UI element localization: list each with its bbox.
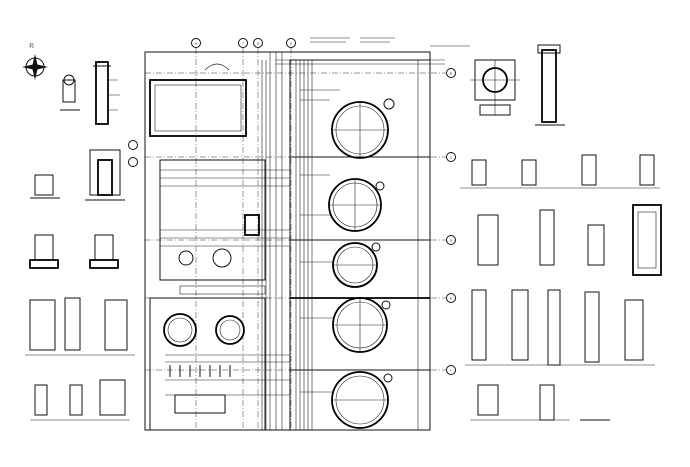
detail-view [460,154,660,189]
grid-col-label: 7 [242,42,244,46]
tank [332,242,378,288]
piping-runs [160,59,445,430]
grid-col-label: 9 [290,42,292,46]
grid-col-label: 6 [195,42,197,46]
detail-view [470,384,610,421]
detail-view [25,297,135,356]
top-annotations [310,37,470,47]
north-label: 北 [29,42,34,49]
grid-row-label: C [450,156,452,160]
grid-col-bubbles [191,38,296,48]
grid-row-label: F [450,369,452,373]
grid-bubble [446,68,456,78]
detail-view [470,59,520,116]
tank-nozzles [371,98,395,383]
grid-bubble [191,38,201,48]
grid-bubble [253,38,263,48]
grid-row-label: E [450,297,452,301]
grid-row-label: D [450,239,453,243]
grid-bubble [446,365,456,375]
detail-view [30,149,125,201]
grid-bubble [238,38,248,48]
grid-col-label: 8 [257,42,259,46]
grid-col-lines [195,48,292,430]
detail-view [60,61,120,125]
detail-view [30,379,130,421]
grid-bubble [128,157,138,167]
detail-views-left [25,61,135,421]
tanks [163,98,395,429]
grid-bubble [128,140,138,150]
detail-view [535,44,565,126]
tank [331,371,389,429]
detail-views-right [460,44,662,421]
lower-equipment-area [149,297,266,431]
equipment-area [159,159,266,281]
tank [328,178,382,232]
detail-view [29,234,119,269]
pump-room [149,79,247,137]
tank [332,297,388,353]
north-arrow-icon: 北 [22,42,48,80]
grid-bubble [286,38,296,48]
grid-row-label: B [450,72,452,76]
grid-row-bubbles [128,68,456,375]
detail-view [477,204,662,276]
vessel [163,248,245,347]
tank [331,101,389,159]
detail-view [465,289,655,366]
grid-bubble [446,152,456,162]
grid-bubble [446,293,456,303]
grid-bubble [446,235,456,245]
